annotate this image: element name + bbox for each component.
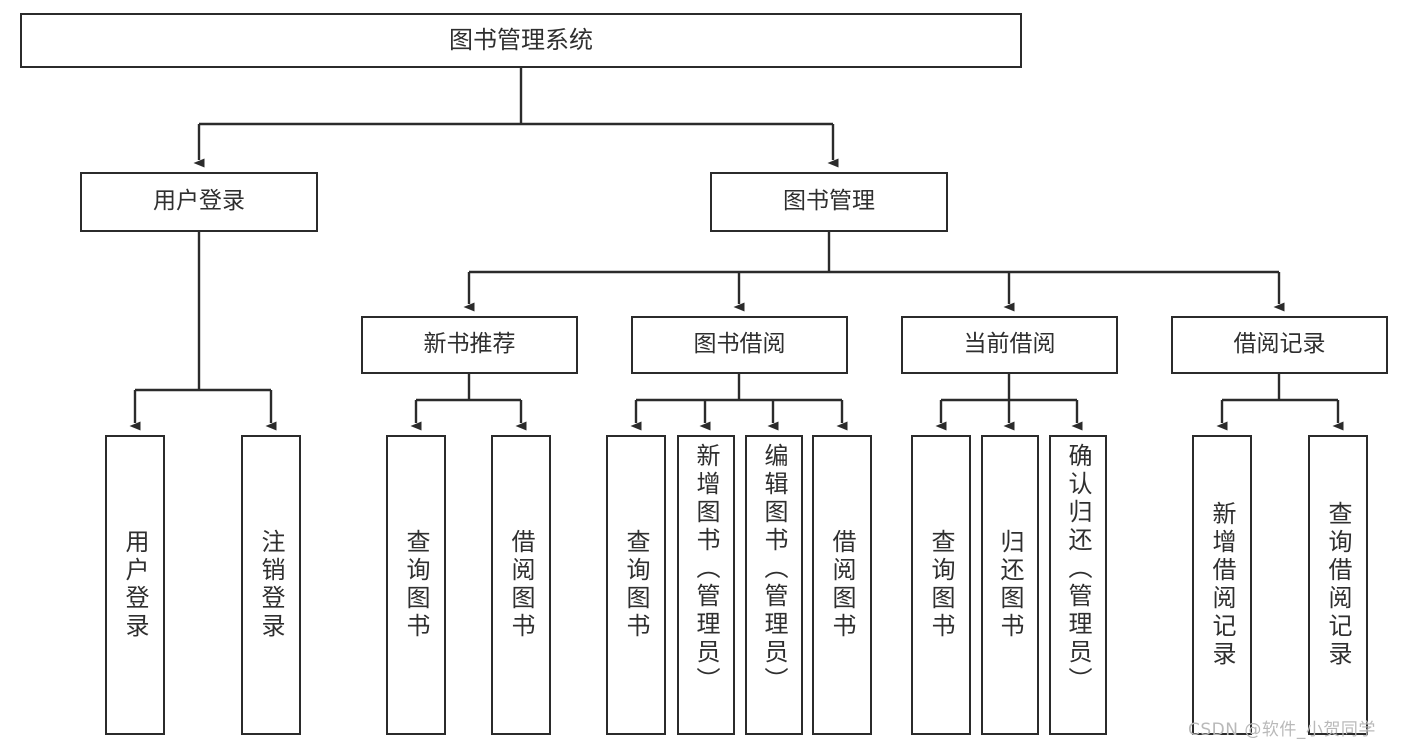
leaf-logout[interactable]: 注销登录 [241, 435, 301, 735]
node-label: 图书借阅 [693, 331, 786, 358]
node-label: 确认归还（管理员） [1064, 443, 1092, 695]
node-label: 注销登录 [257, 529, 285, 641]
node-label: 编辑图书（管理员） [760, 443, 788, 695]
node-label: 查询图书 [927, 529, 955, 641]
node-label: 归还图书 [996, 529, 1024, 641]
node-label: 借阅图书 [828, 529, 856, 641]
node-label: 新增借阅记录 [1208, 501, 1236, 669]
node-label: 用户登录 [121, 529, 149, 641]
leaf-query-book-2[interactable]: 查询图书 [606, 435, 666, 735]
leaf-query-book-3[interactable]: 查询图书 [911, 435, 971, 735]
node-label: 查询图书 [402, 529, 430, 641]
node-borrow-record[interactable]: 借阅记录 [1171, 316, 1388, 374]
node-label: 当前借阅 [963, 331, 1056, 358]
leaf-query-borrow-record[interactable]: 查询借阅记录 [1308, 435, 1368, 735]
node-book-manage[interactable]: 图书管理 [710, 172, 948, 232]
leaf-borrow-book-2[interactable]: 借阅图书 [812, 435, 872, 735]
leaf-query-book-1[interactable]: 查询图书 [386, 435, 446, 735]
node-book-borrow[interactable]: 图书借阅 [631, 316, 848, 374]
leaf-borrow-book-1[interactable]: 借阅图书 [491, 435, 551, 735]
watermark: CSDN @软件_小贺同学 [1188, 720, 1376, 740]
leaf-user-login[interactable]: 用户登录 [105, 435, 165, 735]
node-label: 借阅图书 [507, 529, 535, 641]
node-label: 用户登录 [153, 188, 245, 215]
leaf-return-book[interactable]: 归还图书 [981, 435, 1039, 735]
node-label: 图书管理系统 [449, 26, 593, 55]
node-user-login[interactable]: 用户登录 [80, 172, 318, 232]
node-root-book-management-system[interactable]: 图书管理系统 [20, 13, 1022, 68]
leaf-edit-book-admin[interactable]: 编辑图书（管理员） [745, 435, 803, 735]
node-label: 查询图书 [622, 529, 650, 641]
node-label: 借阅记录 [1233, 331, 1326, 358]
node-current-borrow[interactable]: 当前借阅 [901, 316, 1118, 374]
leaf-add-book-admin[interactable]: 新增图书（管理员） [677, 435, 735, 735]
leaf-add-borrow-record[interactable]: 新增借阅记录 [1192, 435, 1252, 735]
node-label: 图书管理 [783, 188, 875, 215]
node-new-book-recommend[interactable]: 新书推荐 [361, 316, 578, 374]
node-label: 查询借阅记录 [1324, 501, 1352, 669]
node-label: 新书推荐 [423, 331, 516, 358]
leaf-confirm-return-admin[interactable]: 确认归还（管理员） [1049, 435, 1107, 735]
node-label: 新增图书（管理员） [692, 443, 720, 695]
